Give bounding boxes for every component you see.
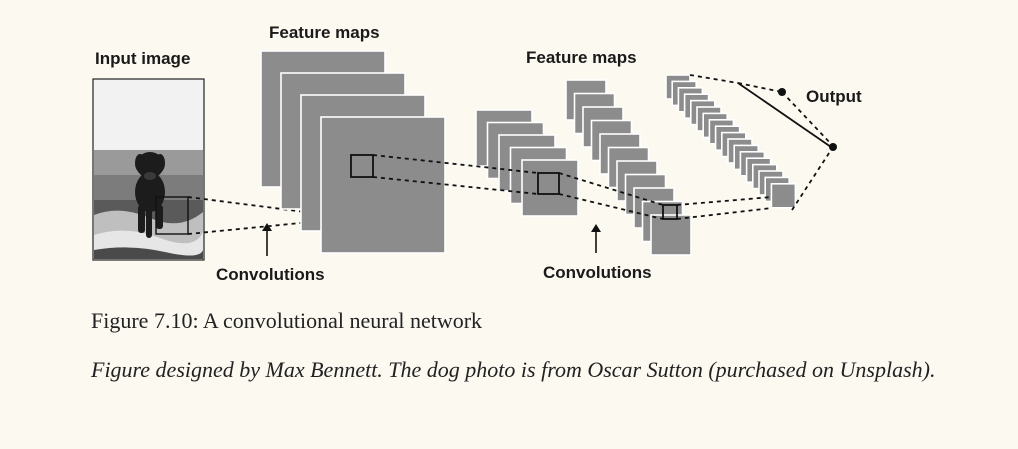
feature-maps-stack-3 <box>566 80 691 255</box>
output-connection-line <box>792 147 833 210</box>
figure-credit: Figure designed by Max Bennett. The dog … <box>91 352 971 388</box>
convolutions-label-2: Convolutions <box>543 263 652 282</box>
input-image <box>93 79 204 260</box>
feature-map <box>651 215 691 255</box>
projection-line <box>677 197 772 205</box>
output-node <box>778 88 786 96</box>
feature-map <box>522 160 578 216</box>
up-arrow-icon <box>262 223 272 256</box>
dog-silhouette <box>135 152 165 238</box>
feature-map <box>321 117 445 253</box>
feature-maps-label-1: Feature maps <box>269 23 380 42</box>
feature-maps-stack-4 <box>666 75 795 208</box>
input-image-label: Input image <box>95 49 190 68</box>
cnn-diagram: Input image Feature maps Feature maps Co… <box>0 0 1018 300</box>
output-label: Output <box>806 87 862 106</box>
output-connection-line <box>690 75 738 83</box>
up-arrow-icon <box>591 224 601 253</box>
feature-maps-label-2: Feature maps <box>526 48 637 67</box>
feature-map <box>771 184 795 208</box>
output-node <box>829 143 837 151</box>
feature-maps-stack-1 <box>261 51 445 253</box>
feature-maps-stack-2 <box>476 110 578 216</box>
convolutions-label-1: Convolutions <box>216 265 325 284</box>
figure-caption: Figure 7.10: A convolutional neural netw… <box>91 308 482 334</box>
